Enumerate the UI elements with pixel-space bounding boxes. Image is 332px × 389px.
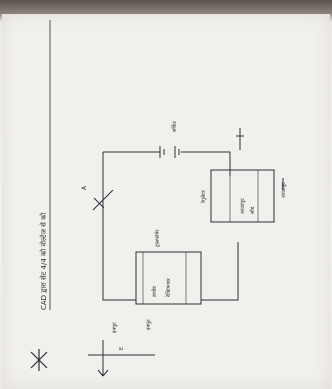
- axis-label: E: [119, 347, 125, 350]
- header-text-group: CAD द्वारा सेट 4/4 को वोल्टेज से को: [39, 20, 51, 310]
- left-component: [92, 189, 114, 211]
- top-right-wire: [181, 151, 231, 176]
- star-mark: [30, 349, 48, 371]
- left-box-title: ट्रांसफॉर्मर: [154, 229, 161, 248]
- axis-sketch: [88, 340, 155, 377]
- left-wire: [102, 152, 136, 301]
- left-label: इनपुट: [112, 322, 118, 333]
- right-box-side-label: आउटपुट: [281, 182, 287, 198]
- right-box-line2: लोड: [249, 206, 256, 214]
- paper-sheet: [2, 14, 330, 389]
- source-label: A: [81, 185, 88, 190]
- header-text: CAD द्वारा सेट 4/4 को वोल्टेज से को: [39, 213, 48, 310]
- left-box-line2: रेक्टिफायर: [165, 277, 172, 298]
- left-box: ट्रांसफॉर्मर डायोड रेक्टिफायर इनपुट: [135, 229, 202, 330]
- right-box: रेगुलेटर आउटपुट लोड आउटपुट: [200, 169, 287, 223]
- bottom-right-wire: [201, 242, 239, 301]
- top-label: सर्किट: [171, 120, 178, 132]
- left-box-side-label: इनपुट: [146, 319, 152, 330]
- left-box-line1: डायोड: [151, 286, 158, 298]
- right-box-line1: आउटपुट: [240, 198, 246, 214]
- right-ticks: [236, 128, 284, 190]
- circuit-loop: [102, 146, 239, 301]
- right-box-title: रेगुलेटर: [200, 189, 207, 204]
- dark-background-strip: [0, 0, 332, 14]
